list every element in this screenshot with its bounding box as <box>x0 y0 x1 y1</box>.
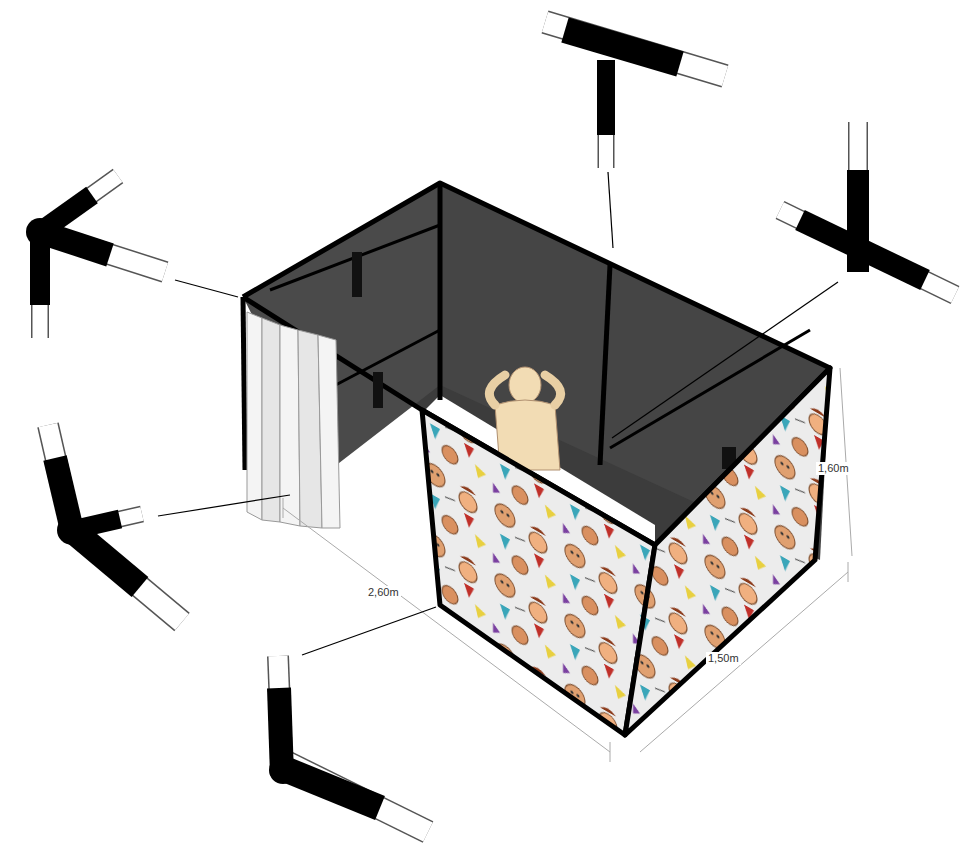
leader-lines <box>158 172 838 655</box>
dimension-label: 2,60m <box>366 586 401 599</box>
folding-door <box>247 312 340 528</box>
dimension-lines <box>283 368 852 762</box>
printed-panel <box>625 368 830 735</box>
printed-panel <box>422 410 655 735</box>
dimension-label: 1,50m <box>706 652 741 665</box>
tube-connectors <box>26 22 955 832</box>
dimension-label: 1,60m <box>816 462 851 475</box>
